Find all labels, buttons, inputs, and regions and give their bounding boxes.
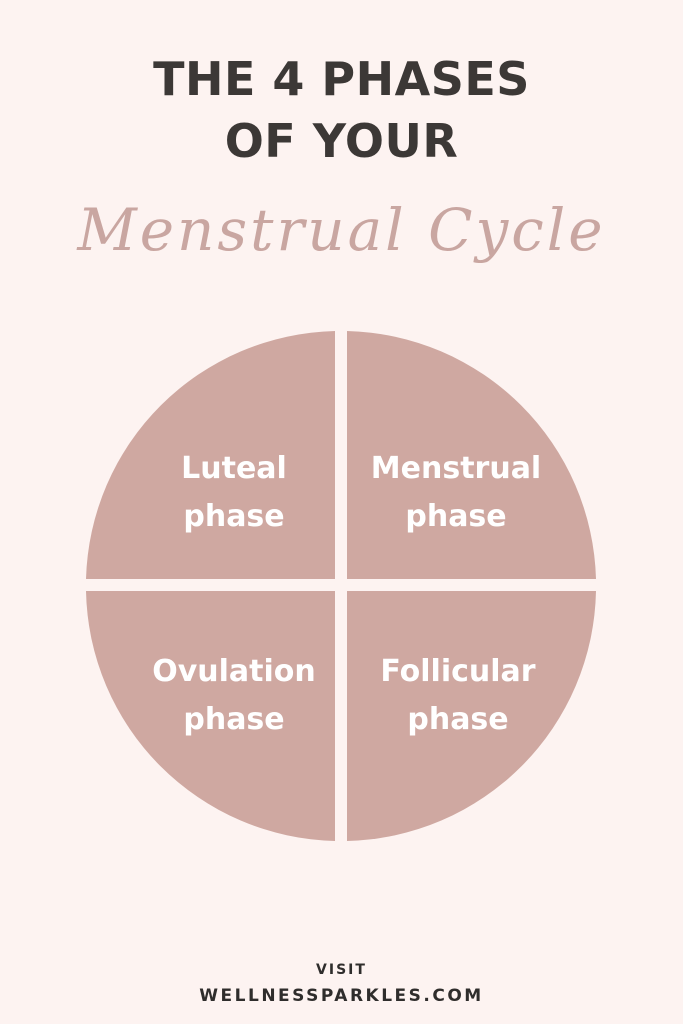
cycle-wheel: Luteal phase Menstrual phase Ovulation p…	[86, 331, 596, 841]
label-top-right-line2: phase	[405, 499, 506, 534]
quadrant-bottom-right	[347, 591, 596, 841]
title-line-2: OF YOUR	[224, 114, 459, 168]
quadrant-bottom-left	[86, 591, 335, 841]
label-bottom-left-line2: phase	[183, 702, 284, 737]
label-top-left-line2: phase	[183, 499, 284, 534]
quadrant-top-right	[347, 331, 596, 579]
label-top-right-line1: Menstrual	[371, 451, 541, 486]
label-bottom-right-line2: phase	[407, 702, 508, 737]
label-top-left-line1: Luteal	[181, 451, 287, 486]
script-subtitle: Menstrual Cycle	[77, 196, 606, 264]
page-title: THE 4 PHASES OF YOUR	[0, 48, 683, 172]
label-bottom-right-line1: Follicular	[380, 654, 535, 689]
label-bottom-left-line1: Ovulation	[152, 654, 316, 689]
footer-website: WELLNESSPARKLES.COM	[199, 986, 484, 1006]
footer-visit: VISIT	[316, 962, 367, 978]
title-line-1: THE 4 PHASES	[153, 52, 530, 106]
quadrant-top-left	[86, 331, 335, 579]
